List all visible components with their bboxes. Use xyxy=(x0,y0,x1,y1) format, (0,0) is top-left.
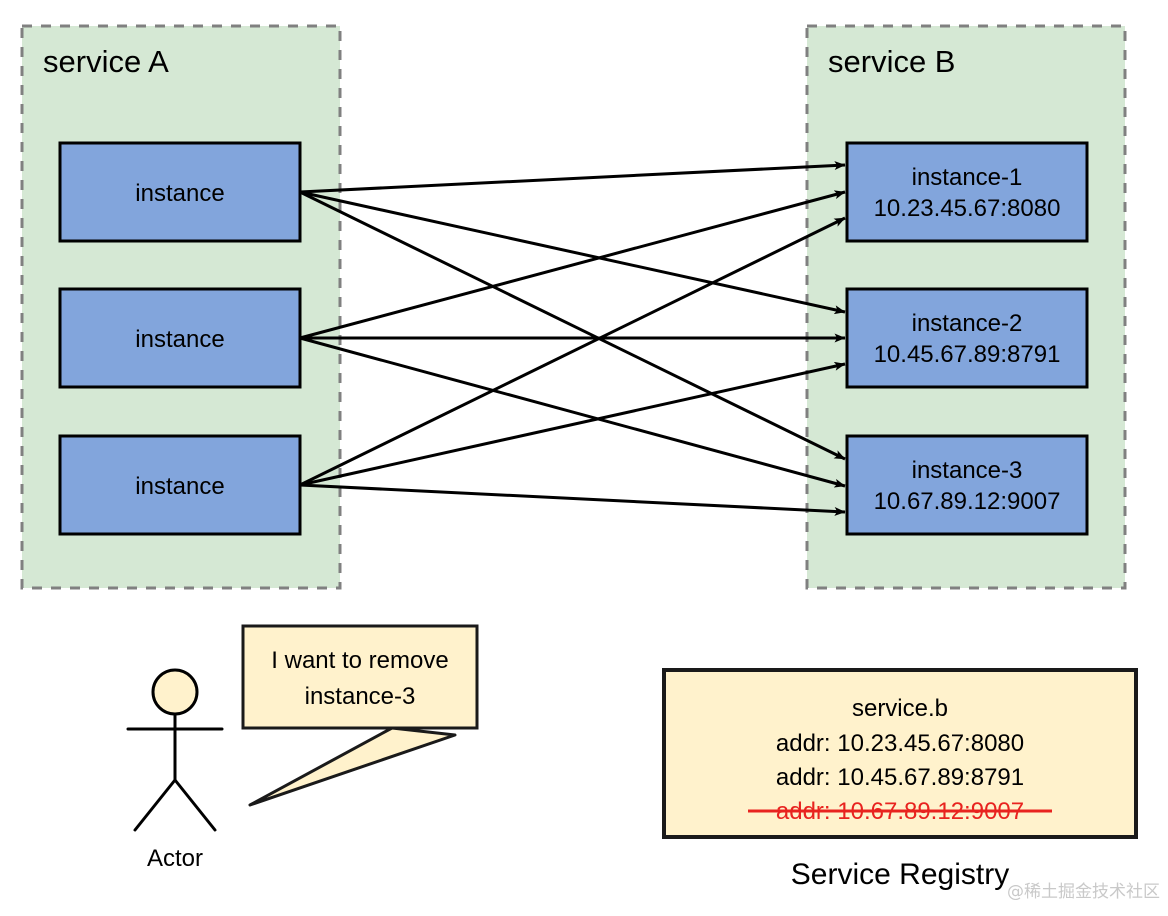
instance-box[interactable] xyxy=(845,287,1089,389)
actor-figure[interactable] xyxy=(126,668,224,832)
arrow-a2-b1 xyxy=(299,190,846,340)
arrow-a1-b2 xyxy=(299,190,846,315)
watermark-label: @稀土掘金技术社区 xyxy=(1007,882,1160,902)
instance-label: instance xyxy=(135,326,224,353)
arrow-a2-b3 xyxy=(299,336,846,488)
instance-addr: 10.67.89.12:9007 xyxy=(874,488,1061,515)
actor-speech-bubble: I want to remove instance-3 xyxy=(241,624,479,807)
instance-name: instance-3 xyxy=(912,457,1023,484)
service-a-instance-3[interactable]: instance xyxy=(58,434,302,536)
actor-leg-right-icon xyxy=(173,778,217,832)
registry-title: Service Registry xyxy=(791,858,1009,891)
arrow-a1-b3 xyxy=(299,190,846,461)
connection-arrows xyxy=(299,161,846,516)
instance-name: instance-2 xyxy=(912,310,1023,337)
registry-entry-2: addr: 10.45.67.89:8791 xyxy=(776,764,1024,791)
service-b-label: service B xyxy=(828,44,955,79)
instance-name: instance-1 xyxy=(912,164,1023,191)
arrow-a3-b2 xyxy=(299,361,846,487)
service-b-instance-1[interactable]: instance-1 10.23.45.67:8080 xyxy=(845,141,1089,243)
instance-label: instance xyxy=(135,473,224,500)
service-a-instance-1[interactable]: instance xyxy=(58,141,302,243)
service-a-instance-2[interactable]: instance xyxy=(58,287,302,389)
arrow-a1-b1 xyxy=(299,161,846,194)
service-a-label: service A xyxy=(43,44,169,79)
instance-addr: 10.45.67.89:8791 xyxy=(874,341,1061,368)
arrow-a3-b3 xyxy=(299,483,846,516)
actor-leg-left-icon xyxy=(133,778,177,832)
service-registry[interactable]: service.b addr: 10.23.45.67:8080 addr: 1… xyxy=(662,668,1138,891)
instance-box[interactable] xyxy=(58,287,302,389)
instance-label: instance xyxy=(135,180,224,207)
actor-head-icon xyxy=(151,668,199,716)
instance-addr: 10.23.45.67:8080 xyxy=(874,195,1061,222)
service-b-instance-3[interactable]: instance-3 10.67.89.12:9007 xyxy=(845,434,1089,536)
speech-bubble-tail xyxy=(248,726,457,807)
instance-box[interactable] xyxy=(845,434,1089,536)
speech-line-1: I want to remove xyxy=(271,647,448,674)
registry-box[interactable] xyxy=(662,668,1138,839)
arrow-a3-b1 xyxy=(299,216,846,487)
service-b-instance-2[interactable]: instance-2 10.45.67.89:8791 xyxy=(845,287,1089,389)
instance-box[interactable] xyxy=(58,434,302,536)
instance-box[interactable] xyxy=(845,141,1089,243)
speech-bubble-body xyxy=(241,624,479,730)
actor-label: Actor xyxy=(147,845,203,872)
registry-entry-1: addr: 10.23.45.67:8080 xyxy=(776,730,1024,757)
registry-service-name: service.b xyxy=(852,695,948,722)
speech-line-2: instance-3 xyxy=(305,683,416,710)
